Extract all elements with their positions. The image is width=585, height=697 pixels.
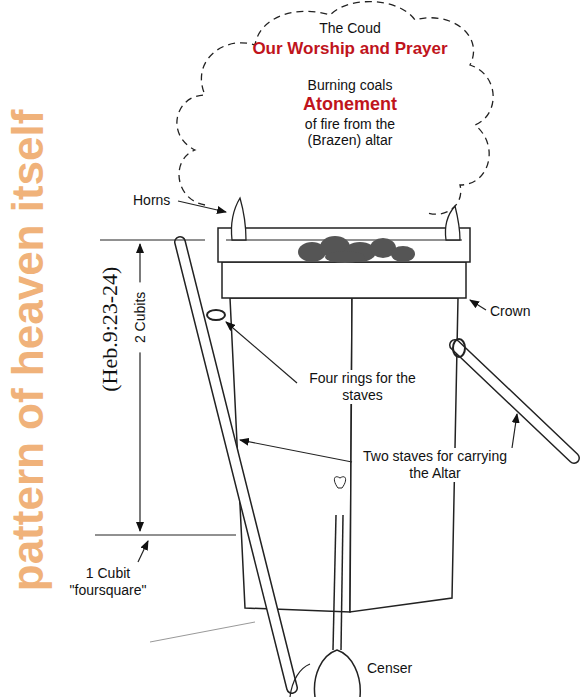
stave-fill [180,242,292,688]
atonement-label: Atonement [232,94,468,116]
coals-label: Burning coals [232,77,468,94]
leader-line [178,201,226,212]
ground-line [150,622,255,642]
part-label: Horns [133,192,170,209]
ember [334,477,345,488]
dimension-label: 1 Cubit "foursquare" [68,565,148,599]
cloud-outline [177,2,493,215]
leader-line [240,440,352,462]
part-label: Censer [367,660,412,677]
altar-crown [222,262,466,298]
altar-left-face [230,298,352,612]
dimension-line [100,240,205,241]
dimension-arrow [138,541,148,562]
dimension-arrow [139,244,140,285]
censer-handle [333,515,336,650]
stave-fill [455,345,574,458]
stave [180,242,292,688]
censer-hand [290,664,310,697]
coals-note: of fire from the (Brazen) altar [284,116,416,150]
scripture-reference: (Heb.9:23-24) [97,189,123,469]
watermark: pattern of heaven itself [2,5,55,695]
censer-handle [341,515,343,650]
burning-coals [298,236,415,263]
dimension-arrow [139,352,140,531]
cloud-subheading: Our Worship and Prayer [232,39,468,59]
ring [207,310,225,320]
cloud-node: The CoudOur Worship and PrayerBurning co… [232,20,468,149]
altar-horn [231,198,246,240]
cloud-heading: The Coud [232,20,468,37]
altar-top [218,228,470,262]
part-label: Two staves for carrying the Altar [355,448,515,482]
leader-line [470,300,486,310]
coal [391,246,415,262]
dimension-line [95,535,236,536]
altar-horn [445,206,460,240]
dimension-label: 2 Cubits [132,282,149,352]
coal [325,251,365,263]
leader-line [512,414,517,448]
ring [453,339,465,357]
censer-bowl [314,650,360,697]
leader-line [226,322,297,383]
part-label: Crown [490,303,530,320]
stave [455,345,574,458]
part-label: Four rings for the staves [300,370,425,404]
